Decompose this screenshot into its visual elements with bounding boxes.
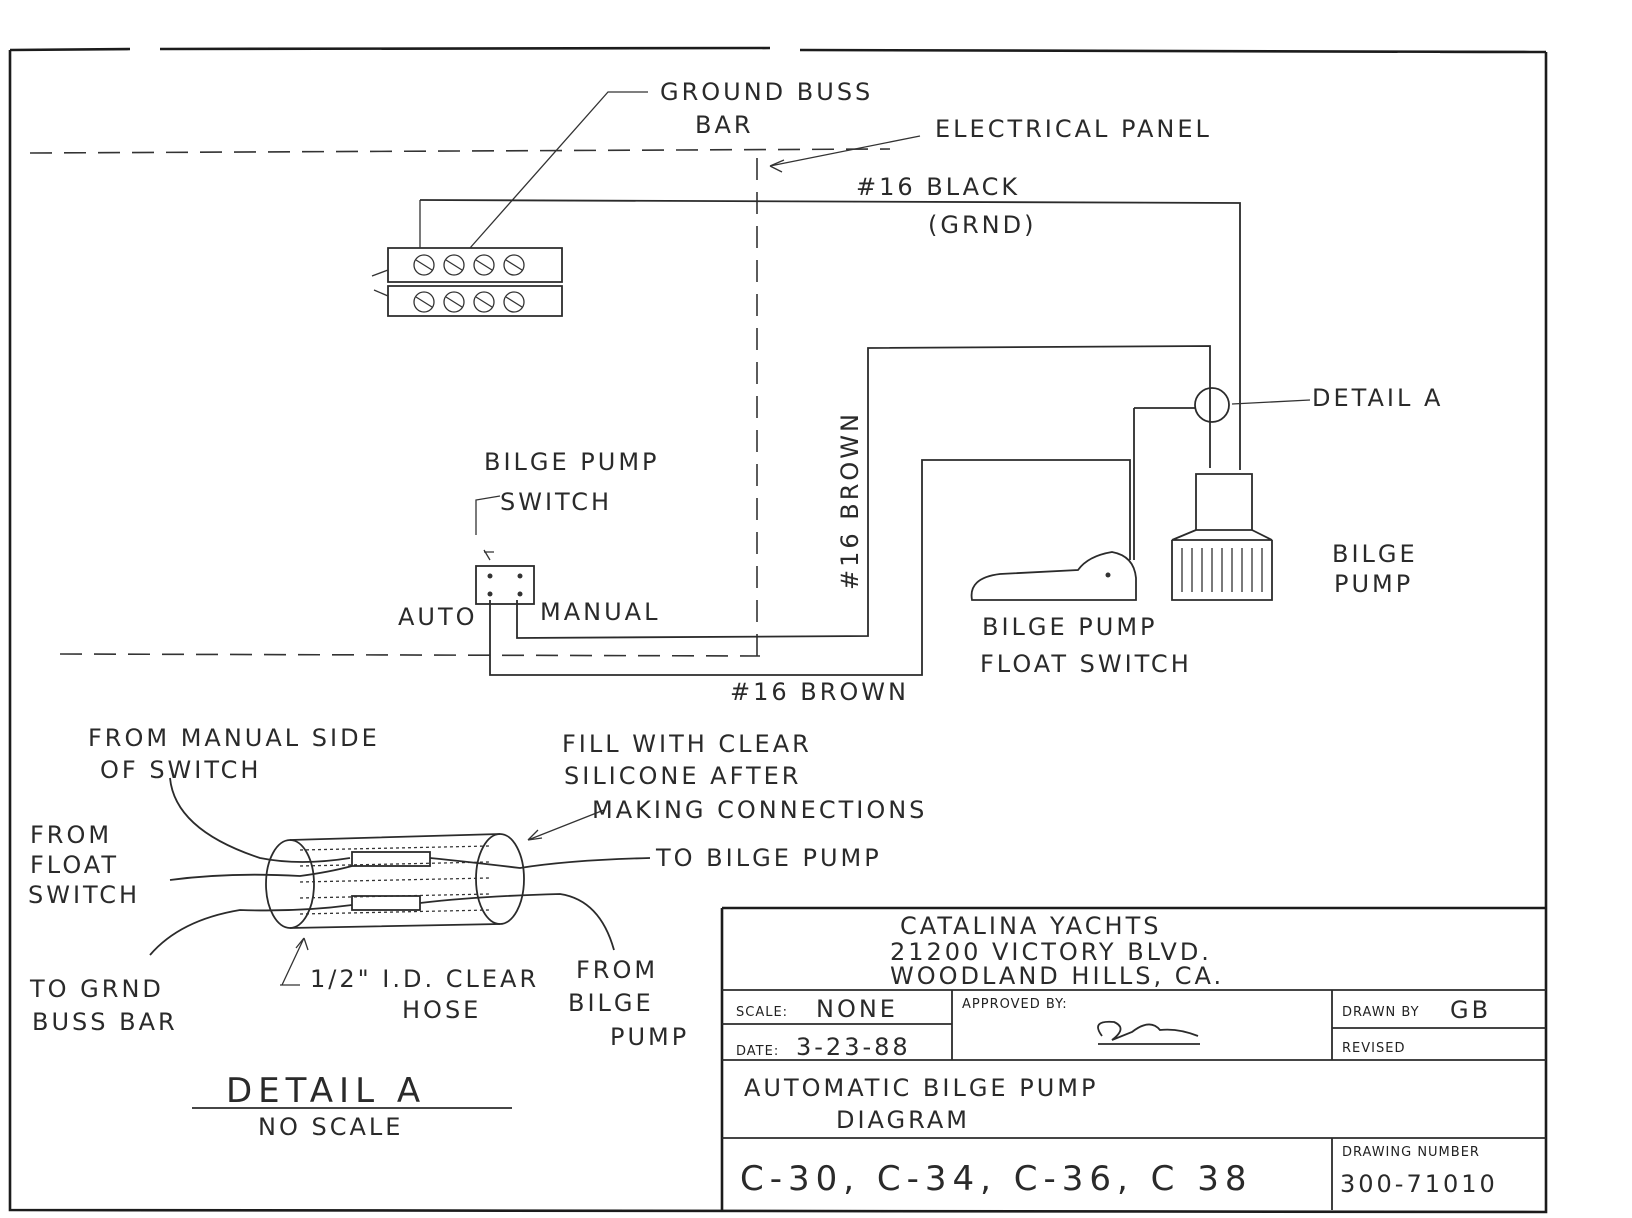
wire-to-bilge-pump [429, 857, 651, 869]
brown-vertical-label: #16 BROWN [836, 411, 864, 590]
black-wire-label: #16 BLACK [856, 173, 1020, 201]
hose-label-2: HOSE [402, 996, 481, 1024]
drawing-border [8, 46, 1548, 1214]
grnd-label: (GRND) [928, 211, 1036, 239]
wire-from-bilge [419, 893, 615, 951]
detail-a-hose [265, 833, 525, 929]
company-city: WOODLAND HILLS, CA. [890, 962, 1224, 990]
bilge-pump-label-1: BILGE [1332, 540, 1418, 568]
brown-wire-auto [489, 459, 1131, 676]
from-float-label-1: FROM [30, 821, 112, 849]
to-grnd-label-1: TO GRND [29, 975, 164, 1003]
fill-label-3: MAKING CONNECTIONS [592, 796, 927, 824]
manual-label: MANUAL [540, 598, 660, 626]
drawing-title-1: AUTOMATIC BILGE PUMP [744, 1074, 1098, 1102]
from-float-label-2: FLOAT [30, 851, 119, 879]
ground-buss-leader [469, 91, 648, 249]
from-float-label-3: SWITCH [28, 881, 140, 909]
detail-a-junction [1133, 387, 1311, 560]
date-value: 3-23-88 [796, 1033, 911, 1061]
from-bilge-label-1: FROM [576, 956, 658, 984]
scale-value: NONE [816, 995, 898, 1023]
brown-bottom-label: #16 BROWN [730, 678, 909, 706]
brown-wire-manual [516, 345, 1211, 639]
panel-bottom-dashed-line [59, 653, 761, 657]
models-label: C-30, C-34, C-36, C 38 [740, 1159, 1252, 1199]
drawn-by-value: GB [1450, 996, 1491, 1024]
fill-label-1: FILL WITH CLEAR [562, 730, 812, 758]
from-bilge-label-2: BILGE [568, 989, 654, 1017]
auto-label: AUTO [398, 603, 478, 631]
float-switch-label-2: FLOAT SWITCH [980, 650, 1192, 678]
black-ground-wire [419, 199, 1241, 470]
wire-to-grnd [149, 904, 353, 956]
from-manual-label-2: OF SWITCH [100, 756, 261, 784]
company-address: 21200 VICTORY BLVD. [890, 938, 1212, 966]
detail-a-callout-label: DETAIL A [1312, 384, 1443, 412]
bilge-pump-label-2: PUMP [1334, 570, 1413, 598]
hose-label-1: 1/2" I.D. CLEAR [310, 965, 539, 993]
bilge-pump-switch [475, 495, 535, 605]
from-bilge-label-3: PUMP [610, 1023, 689, 1051]
buss-screws-bottom [413, 291, 525, 313]
bilge-pump [1171, 473, 1273, 601]
panel-top-dashed-line [29, 148, 891, 154]
drawn-by-label: DRAWN BY [1342, 1005, 1420, 1020]
electrical-panel-leader [769, 135, 921, 173]
title-block [720, 906, 1546, 1210]
bilge-pump-float-switch [970, 551, 1137, 601]
butt-connector-bottom [351, 895, 421, 911]
detail-a-leader [1231, 399, 1311, 405]
hose-leader [280, 937, 309, 986]
ground-buss-label: GROUND BUSS [660, 78, 873, 106]
scale-label: SCALE: [736, 1005, 788, 1020]
company-name: CATALINA YACHTS [900, 912, 1161, 940]
buss-screws-top [413, 254, 525, 276]
fill-leader [527, 809, 605, 841]
electrical-panel-label: ELECTRICAL PANEL [935, 115, 1212, 143]
from-manual-label-1: FROM MANUAL SIDE [88, 724, 380, 752]
butt-connector-top [351, 851, 431, 867]
bilge-pump-switch-label-1: BILGE PUMP [484, 448, 660, 476]
wire-from-manual [169, 777, 351, 863]
to-bilge-pump-label: TO BILGE PUMP [655, 844, 882, 872]
detail-a-title: DETAIL A [226, 1071, 426, 1111]
to-grnd-label-2: BUSS BAR [32, 1008, 178, 1036]
revised-label: REVISED [1342, 1041, 1405, 1056]
detail-a-scale: NO SCALE [258, 1113, 403, 1141]
bilge-pump-switch-label-2: SWITCH [500, 488, 612, 516]
drawing-title-2: DIAGRAM [836, 1106, 970, 1134]
float-switch-label-1: BILGE PUMP [982, 613, 1158, 641]
drawing-number: 300-71010 [1340, 1170, 1498, 1198]
approver-signature [1097, 1020, 1200, 1045]
approved-label: APPROVED BY: [962, 997, 1068, 1012]
ground-buss-bar [371, 200, 563, 317]
fill-label-2: SILICONE AFTER [564, 762, 801, 790]
date-label: DATE: [736, 1044, 779, 1059]
wire-from-float [169, 865, 353, 881]
drawing-number-label: DRAWING NUMBER [1342, 1145, 1480, 1160]
ground-bar-label: BAR [695, 111, 754, 139]
